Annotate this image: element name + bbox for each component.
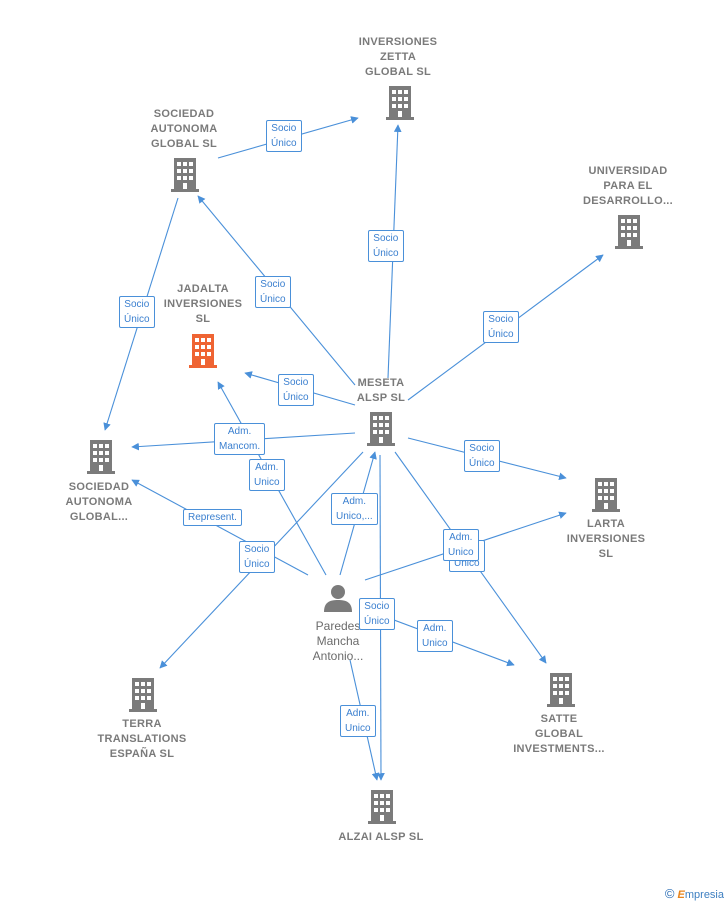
node-paredes[interactable]: Paredes Mancha Antonio... xyxy=(312,619,364,663)
building-icon xyxy=(171,158,199,192)
node-sociedad-autonoma-top[interactable]: SOCIEDAD AUTONOMA GLOBAL SL xyxy=(150,108,218,150)
edge-label-paredes-jadalta[interactable]: Adm. Unico xyxy=(249,459,285,491)
node-terra[interactable]: TERRA TRANSLATIONS ESPAÑA SL xyxy=(97,718,187,760)
edge-label-sociedad-top-zetta[interactable]: Socio Único xyxy=(266,120,302,152)
building-icon xyxy=(615,215,643,249)
node-satte[interactable]: SATTE GLOBAL INVESTMENTS... xyxy=(513,713,605,755)
edge-label-meseta-zetta[interactable]: Socio Único xyxy=(368,230,404,262)
building-icon xyxy=(368,790,396,824)
node-alzai[interactable]: ALZAI ALSP SL xyxy=(338,831,424,843)
edge-label-paredes-meseta[interactable]: Adm. Unico,... xyxy=(331,493,378,525)
node-inversiones-zetta[interactable]: INVERSIONES ZETTA GLOBAL SL xyxy=(358,36,438,78)
node-universidad[interactable]: UNIVERSIDAD PARA EL DESARROLLO... xyxy=(582,165,674,207)
building-icon xyxy=(87,440,115,474)
edge-label-meseta-sociedad-top[interactable]: Socio Único xyxy=(255,276,291,308)
brand-name: mpresia xyxy=(684,889,724,901)
building-icon xyxy=(547,673,575,707)
building-icon xyxy=(189,334,217,368)
edge-label-paredes-sociedad-left[interactable]: Represent. xyxy=(183,509,242,526)
edge-paredes-sociedad-left xyxy=(131,479,309,576)
edge-label-meseta-larta[interactable]: Socio Único xyxy=(464,440,500,472)
node-jadalta[interactable]: JADALTA INVERSIONES SL xyxy=(163,283,243,325)
building-icon xyxy=(592,478,620,512)
copyright-icon: © xyxy=(664,886,675,901)
edges xyxy=(103,116,604,781)
person-icon xyxy=(324,585,352,612)
empresia-credit[interactable]: © Empresia xyxy=(665,886,724,901)
edge-label-meseta-universidad[interactable]: Socio Único xyxy=(483,311,519,343)
node-sociedad-autonoma-left[interactable]: SOCIEDAD AUTONOMA GLOBAL... xyxy=(65,481,133,523)
node-meseta[interactable]: MESETA ALSP SL xyxy=(356,377,406,404)
node-larta[interactable]: LARTA INVERSIONES SL xyxy=(566,518,646,560)
edge-label-meseta-alzai[interactable]: Socio Único xyxy=(359,598,395,630)
edge-label-meseta-jadalta[interactable]: Socio Único xyxy=(278,374,314,406)
building-icon xyxy=(129,678,157,712)
edge-label-meseta-terra[interactable]: Socio Único xyxy=(239,541,275,573)
building-icon xyxy=(367,412,395,446)
edge-label-paredes-larta[interactable]: Adm. Unico xyxy=(443,529,479,561)
edge-label-meseta-sociedad-left[interactable]: Adm. Mancom. xyxy=(214,423,266,455)
brand-initial: E xyxy=(677,889,685,901)
edge-label-paredes-satte[interactable]: Adm. Unico xyxy=(417,620,453,652)
edge-label-sociedad-top-sociedad-left[interactable]: Socio Único xyxy=(119,296,155,328)
edge-label-paredes-alzai[interactable]: Adm. Unico xyxy=(340,705,376,737)
building-icon xyxy=(386,86,414,120)
